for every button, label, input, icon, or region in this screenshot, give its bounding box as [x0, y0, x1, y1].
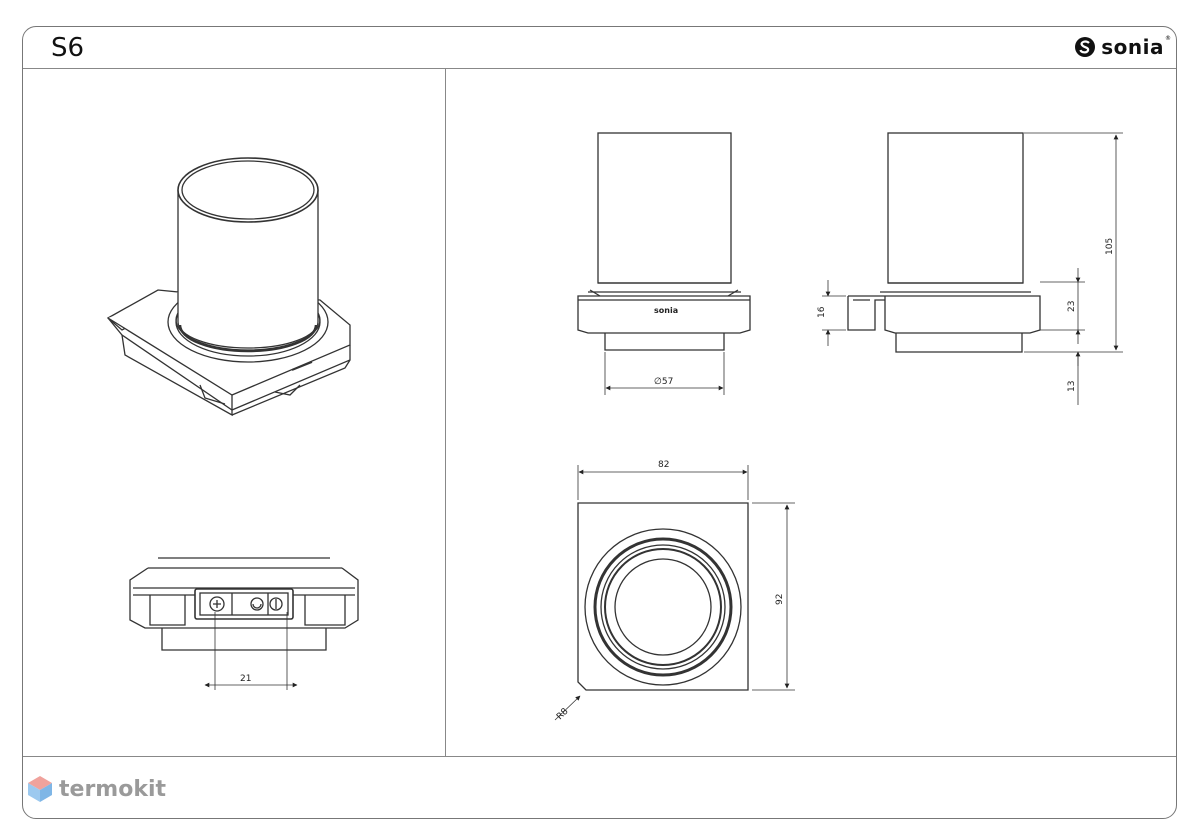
- rear-view: [129, 557, 359, 690]
- dim-radius: R8: [555, 706, 571, 722]
- front-view: [577, 132, 751, 395]
- front-logo: sonia: [654, 306, 678, 315]
- footer-divider: [23, 756, 1176, 757]
- brand-name: sonia: [1101, 35, 1164, 59]
- model-title: S6: [51, 33, 85, 63]
- dim-hole-spacing: 21: [240, 674, 251, 684]
- dim-width-top: 82: [658, 460, 669, 470]
- drawing-sheet: S6 sonia ®: [22, 26, 1177, 819]
- watermark-text: termokit: [59, 776, 167, 802]
- side-view: [822, 132, 1123, 405]
- dim-height-total: 105: [1105, 238, 1115, 255]
- dim-height-base: 23: [1067, 301, 1077, 312]
- brand-registered-mark: ®: [1165, 35, 1171, 42]
- dim-height-shelf: 16: [817, 306, 827, 318]
- view-divider: [445, 68, 446, 756]
- termokit-logo-icon: [28, 776, 52, 802]
- termokit-watermark: termokit: [27, 775, 166, 803]
- dim-diameter: ∅57: [654, 377, 673, 387]
- dim-depth-top: 92: [775, 594, 785, 605]
- top-view: [554, 465, 795, 721]
- header-divider: [23, 68, 1176, 69]
- dim-height-bottom: 13: [1067, 381, 1077, 392]
- isometric-view: [106, 157, 351, 417]
- brand-logo: sonia ®: [1074, 35, 1171, 59]
- sonia-logo-icon: [1075, 37, 1096, 57]
